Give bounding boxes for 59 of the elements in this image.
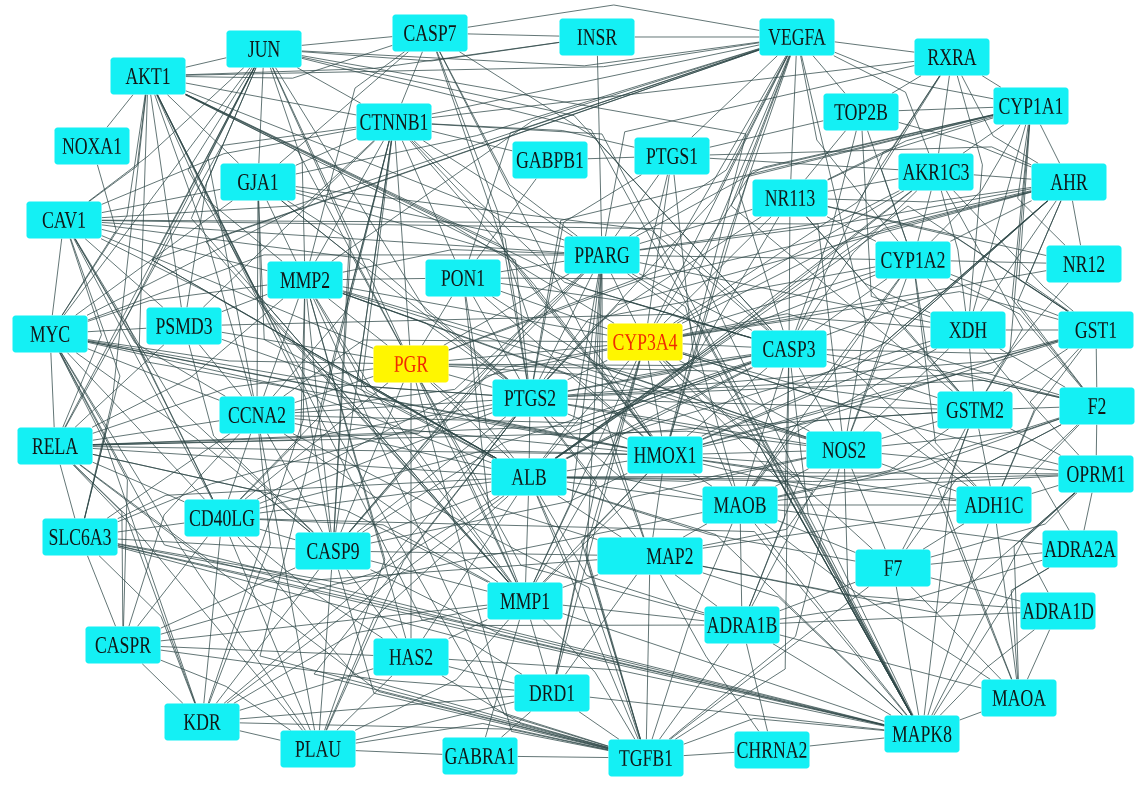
- node-box: ADRA1D: [1020, 592, 1096, 630]
- node-box: RXRA: [914, 38, 990, 76]
- node-box: KDR: [164, 703, 240, 741]
- node-box: MAOA: [981, 679, 1057, 717]
- node-box: INSR: [559, 18, 635, 56]
- node-box: CASP3: [751, 330, 827, 368]
- node-box: PTGS1: [634, 137, 710, 175]
- node-box: PON1: [425, 259, 501, 297]
- node-box: NOS2: [806, 431, 882, 469]
- node-box: CASP9: [295, 532, 371, 570]
- node-box: ADH1C: [956, 486, 1032, 524]
- node-box: PGR: [373, 345, 449, 383]
- node-box: PSMD3: [146, 307, 222, 345]
- node-box: CYP3A4: [607, 323, 683, 361]
- node-box: NR113: [752, 179, 828, 217]
- node-box: OPRM1: [1058, 455, 1134, 493]
- node-box: ADRA2A: [1042, 530, 1118, 568]
- node-box: CAV1: [26, 201, 102, 239]
- node-box: MAP2: [597, 537, 703, 575]
- node-box: ADRA1B: [704, 606, 780, 644]
- node-box: GJA1: [220, 163, 296, 201]
- node-box: AHR: [1031, 163, 1107, 201]
- node-box: PTGS2: [492, 379, 568, 417]
- node-box: GSTM2: [937, 391, 1013, 429]
- node-box: TOP2B: [823, 93, 899, 131]
- node-box: CYP1A1: [993, 87, 1069, 125]
- node-box: NR12: [1046, 245, 1122, 283]
- node-box: PPARG: [564, 236, 640, 274]
- node-box: HAS2: [373, 638, 449, 676]
- node-box: CASP7: [392, 14, 468, 52]
- node-box: GABPB1: [512, 141, 588, 179]
- node-box: MAPK8: [884, 715, 960, 753]
- node-box: MAOB: [702, 486, 778, 524]
- node-box: AKR1C3: [898, 153, 974, 191]
- node-box: F7: [855, 549, 931, 587]
- node-box: JUN: [226, 30, 302, 68]
- node-box: HMOX1: [627, 436, 703, 474]
- node-box: AKT1: [110, 57, 186, 95]
- node-box: TGFB1: [608, 739, 684, 777]
- node-box: CASPR: [85, 626, 161, 664]
- node-box: MMP2: [267, 261, 343, 299]
- node-box: CCNA2: [219, 396, 295, 434]
- node-box: MYC: [12, 315, 88, 353]
- node-box: VEGFA: [759, 18, 835, 56]
- node-box: MMP1: [487, 582, 563, 620]
- node-box: SLC6A3: [42, 518, 118, 556]
- node-box: ALB: [491, 458, 567, 496]
- node-box: CTNNB1: [356, 103, 432, 141]
- node-box: XDH: [930, 311, 1006, 349]
- node-box: NOXA1: [54, 127, 130, 165]
- node-box: CD40LG: [184, 499, 260, 537]
- node-box: GST1: [1058, 311, 1134, 349]
- node-box: DRD1: [514, 674, 590, 712]
- node-box: F2: [1059, 387, 1135, 425]
- node-box: RELA: [17, 427, 93, 465]
- node-box: GABRA1: [442, 737, 518, 775]
- node-box: CHRNA2: [734, 731, 810, 769]
- node-box: CYP1A2: [875, 241, 951, 279]
- node-box: PLAU: [280, 730, 356, 768]
